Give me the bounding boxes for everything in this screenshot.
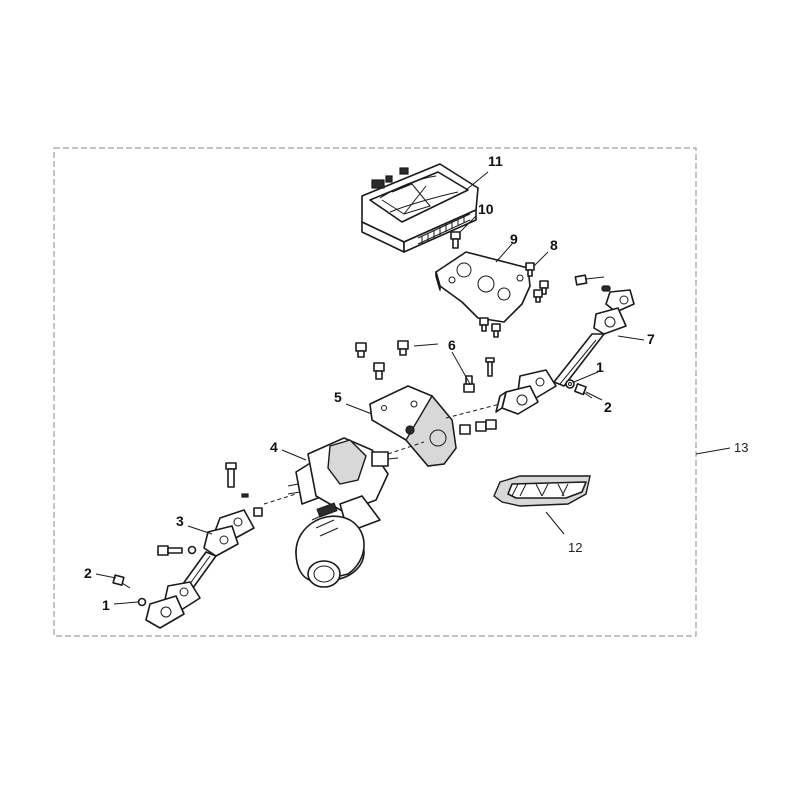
callout-8: 8 [550, 237, 558, 253]
bolt-2-left [112, 574, 131, 589]
bolt-near-motor [225, 462, 249, 498]
kit-frame [53, 147, 697, 637]
washer-1-right [565, 379, 575, 389]
upper-shaft-part [495, 274, 635, 415]
leader-lines [95, 171, 731, 605]
callout-13: 13 [734, 440, 748, 455]
callout-2-right: 2 [604, 399, 612, 415]
callout-10: 10 [478, 201, 494, 217]
callout-6: 6 [448, 337, 456, 353]
eps-motor-part [287, 437, 399, 588]
washer-1-left [137, 597, 147, 607]
bolt-set-6 [355, 340, 497, 435]
eps-decal-part [493, 475, 591, 507]
bolt-set-8 [479, 262, 549, 338]
control-module-part [361, 163, 479, 253]
callout-5: 5 [334, 389, 342, 405]
bolt-near-lower-shaft [157, 545, 197, 556]
column-bracket-part [369, 385, 501, 467]
callout-1-left: 1 [102, 597, 110, 613]
mounting-plate-part [435, 251, 531, 323]
callout-7: 7 [647, 331, 655, 347]
callout-4: 4 [270, 439, 278, 455]
callout-2-left: 2 [84, 565, 92, 581]
bolt-2-right [574, 383, 593, 399]
screw-10-part [450, 231, 461, 249]
callout-9: 9 [510, 231, 518, 247]
callout-12: 12 [568, 540, 582, 555]
callout-11: 11 [488, 153, 503, 169]
lower-shaft-part [145, 493, 297, 629]
callout-1-right: 1 [596, 359, 604, 375]
callout-3: 3 [176, 513, 184, 529]
